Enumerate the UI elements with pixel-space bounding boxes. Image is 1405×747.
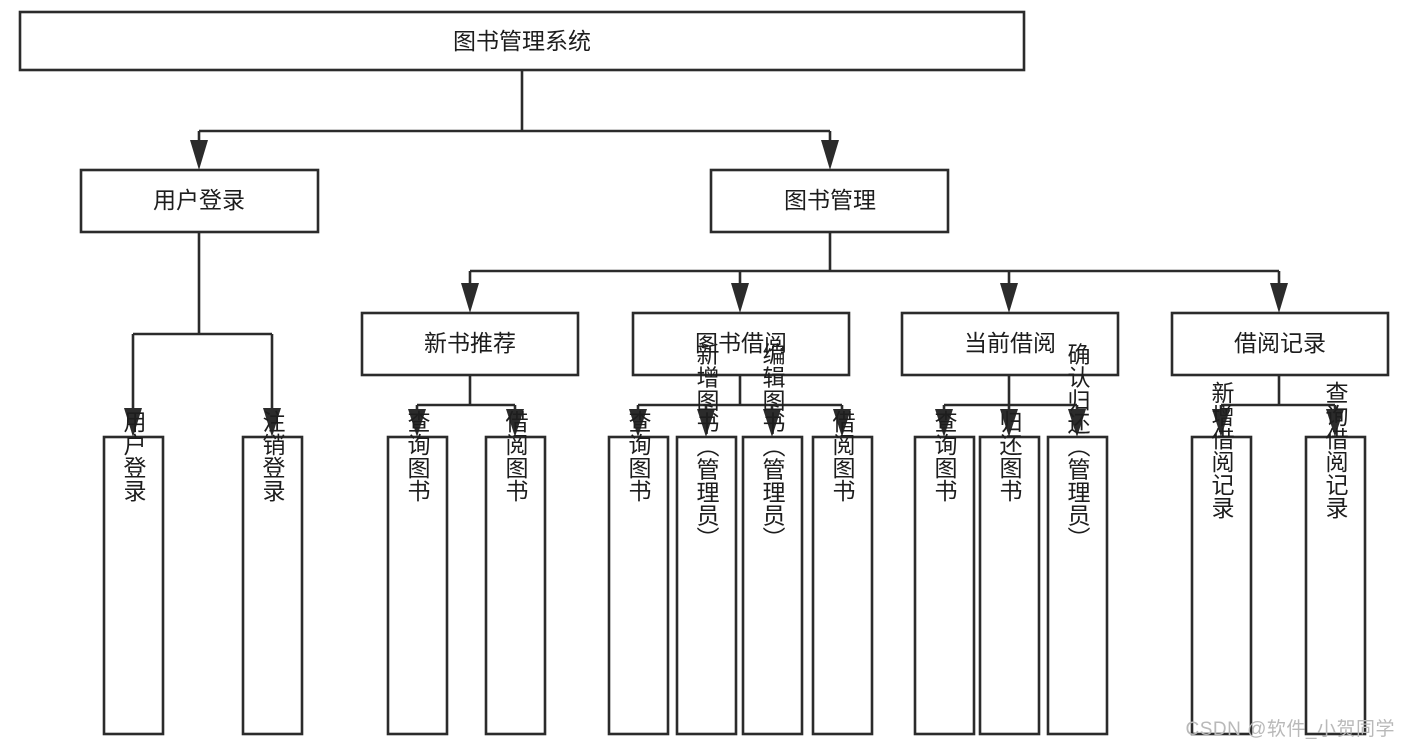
node-leaf-borrowrecord-add[interactable]: 新增借阅记录 xyxy=(1190,381,1253,736)
node-label-leaf: 归还图书 xyxy=(996,410,1023,502)
node-label-leaf: 编辑图书（管理员） xyxy=(759,343,786,550)
node-label-user-login: 用户登录 xyxy=(153,187,245,213)
node-box-book-borrow[interactable] xyxy=(631,311,851,377)
node-leaf-currentborrow-query[interactable]: 查询图书 xyxy=(913,410,976,736)
node-box-leaf[interactable] xyxy=(675,435,738,736)
node-box-user-login[interactable] xyxy=(79,168,320,234)
node-box-borrow-record[interactable] xyxy=(1170,311,1390,377)
node-box-book-management[interactable] xyxy=(709,168,950,234)
node-label-leaf: 借阅图书 xyxy=(829,410,856,502)
arrow-head-icon xyxy=(1326,409,1344,437)
node-leaf-newbook-borrow[interactable]: 借阅图书 xyxy=(484,410,547,736)
node-box-leaf[interactable] xyxy=(741,435,804,736)
arrow-head-icon xyxy=(1068,409,1086,437)
node-box-leaf[interactable] xyxy=(913,435,976,736)
node-box-leaf[interactable] xyxy=(1046,435,1109,736)
arrow-head-icon xyxy=(190,140,208,170)
node-root-system[interactable]: 图书管理系统 xyxy=(18,10,1026,72)
node-label-leaf: 新增图书（管理员） xyxy=(693,343,720,550)
node-leaf-bookborrow-borrow[interactable]: 借阅图书 xyxy=(811,410,874,736)
node-box-leaf[interactable] xyxy=(1190,435,1253,736)
node-leaf-currentborrow-confirm[interactable]: 确认归还（管理员） xyxy=(1046,343,1109,736)
node-leaf-bookborrow-add[interactable]: 新增图书（管理员） xyxy=(675,343,738,736)
connector-group-userlogin-to-leaves xyxy=(124,232,281,437)
connector-group-currentborrow-to-leaves xyxy=(935,375,1086,437)
node-leaf-bookborrow-query[interactable]: 查询图书 xyxy=(607,410,670,736)
node-leaf-currentborrow-return[interactable]: 归还图书 xyxy=(978,410,1041,736)
arrow-head-icon xyxy=(408,409,426,437)
connector-group-root-to-level2 xyxy=(190,70,839,170)
node-book-management[interactable]: 图书管理 xyxy=(709,168,950,234)
connector-group-bookmgmt-to-level3 xyxy=(461,232,1288,313)
node-label-leaf: 查询图书 xyxy=(931,410,958,502)
node-label-leaf: 查询图书 xyxy=(625,410,652,502)
node-label-leaf: 查询借阅记录 xyxy=(1322,381,1349,519)
node-label-leaf: 借阅图书 xyxy=(502,410,529,502)
arrow-head-icon xyxy=(1000,283,1018,313)
arrow-head-icon xyxy=(763,409,781,437)
node-label-book-borrow: 图书借阅 xyxy=(695,330,787,356)
arrow-head-icon xyxy=(833,409,851,437)
node-label-new-book-recommend: 新书推荐 xyxy=(424,330,516,356)
node-box-leaf[interactable] xyxy=(1304,435,1367,736)
node-label-leaf: 注销登录 xyxy=(259,410,286,502)
node-box-leaf[interactable] xyxy=(102,435,165,736)
node-box-leaf[interactable] xyxy=(241,435,304,736)
node-label-current-borrow: 当前借阅 xyxy=(964,330,1056,356)
node-label-borrow-record: 借阅记录 xyxy=(1234,330,1326,356)
arrow-head-icon xyxy=(731,283,749,313)
arrow-head-icon xyxy=(461,283,479,313)
node-box-leaf[interactable] xyxy=(811,435,874,736)
node-box-leaf[interactable] xyxy=(484,435,547,736)
node-label-leaf: 查询图书 xyxy=(404,410,431,502)
node-label-leaf: 新增借阅记录 xyxy=(1208,381,1235,519)
arrow-head-icon xyxy=(629,409,647,437)
node-leaf-borrowrecord-query[interactable]: 查询借阅记录 xyxy=(1304,381,1367,736)
arrow-head-icon xyxy=(697,409,715,437)
connector-group-newbook-to-leaves xyxy=(408,375,524,437)
node-label-root: 图书管理系统 xyxy=(453,28,591,54)
node-leaf-bookborrow-edit[interactable]: 编辑图书（管理员） xyxy=(741,343,804,736)
node-box-leaf[interactable] xyxy=(978,435,1041,736)
node-borrow-record[interactable]: 借阅记录 xyxy=(1170,311,1390,377)
node-user-login[interactable]: 用户登录 xyxy=(79,168,320,234)
node-new-book-recommend[interactable]: 新书推荐 xyxy=(360,311,580,377)
node-book-borrow[interactable]: 图书借阅 xyxy=(631,311,851,377)
arrow-head-icon xyxy=(124,408,142,437)
connector-group-bookborrow-to-leaves xyxy=(629,375,851,437)
node-label-leaf: 用户登录 xyxy=(120,410,147,502)
connector-group-borrowrecord-to-leaves xyxy=(1212,375,1344,437)
arrow-head-icon xyxy=(1212,409,1230,437)
node-leaf-user-login-login[interactable]: 用户登录 xyxy=(102,410,165,736)
arrow-head-icon xyxy=(263,408,281,437)
node-box-new-book-recommend[interactable] xyxy=(360,311,580,377)
node-box-current-borrow[interactable] xyxy=(900,311,1120,377)
node-current-borrow[interactable]: 当前借阅 xyxy=(900,311,1120,377)
node-label-leaf: 确认归还（管理员） xyxy=(1064,343,1091,550)
arrow-head-icon xyxy=(1000,409,1018,437)
node-box-leaf[interactable] xyxy=(386,435,449,736)
node-box-leaf[interactable] xyxy=(607,435,670,736)
arrow-head-icon xyxy=(821,140,839,170)
node-box-root[interactable] xyxy=(18,10,1026,72)
arrow-head-icon xyxy=(1270,283,1288,313)
arrow-head-icon xyxy=(935,409,953,437)
arrow-head-icon xyxy=(506,409,524,437)
node-leaf-user-login-logout[interactable]: 注销登录 xyxy=(241,410,304,736)
node-label-book-management: 图书管理 xyxy=(784,187,876,213)
node-leaf-newbook-query[interactable]: 查询图书 xyxy=(386,410,449,736)
